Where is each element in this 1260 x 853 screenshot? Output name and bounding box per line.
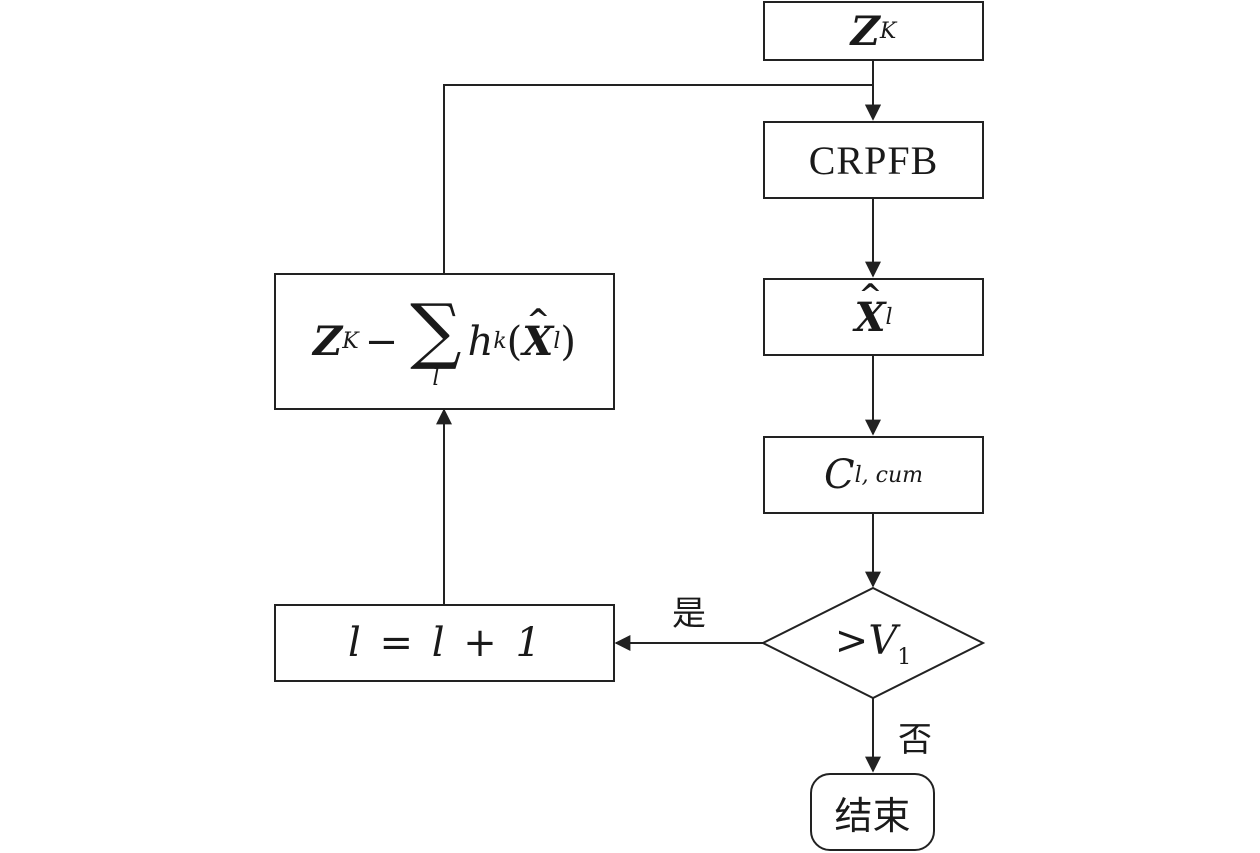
decision-label: >V1 [813, 618, 933, 670]
update-box: l = l + 1 [274, 604, 615, 682]
sum-limit: l [432, 365, 440, 391]
no-label: 否 [898, 720, 932, 760]
decision-main: V [868, 618, 898, 664]
zk-main: Z [850, 7, 880, 55]
end-label: 结束 [834, 793, 911, 838]
residual-lparen: ( [506, 318, 523, 365]
residual-box: ZK − ∑ l hk(Xl) [274, 273, 615, 410]
feedback-line [443, 84, 873, 273]
residual-zsub: K [342, 329, 359, 354]
zk-sub: K [879, 18, 897, 44]
crpfb-box: CRPFB [763, 121, 984, 199]
ccum-sub: l, cum [854, 462, 923, 488]
decision-sub: 1 [897, 644, 912, 670]
xhat-sub: l [885, 304, 893, 330]
end-box: 结束 [810, 773, 935, 851]
residual-xsub: l [553, 329, 561, 354]
summation: ∑ l [410, 294, 461, 390]
yes-label: 是 [672, 594, 706, 634]
update-label: l = l + 1 [348, 620, 541, 666]
ccum-main: C [824, 452, 855, 498]
crpfb-label: CRPFB [808, 137, 939, 183]
xhat-main: X [854, 278, 885, 340]
sum-sigma: ∑ [410, 287, 462, 372]
residual-z: Z [313, 318, 343, 365]
residual-rparen: ) [560, 318, 576, 365]
xhat-box: Xl [763, 278, 984, 356]
residual-x: X [522, 303, 553, 365]
residual-minus: − [364, 318, 399, 365]
residual-hsub: k [493, 329, 507, 354]
residual-h: h [467, 318, 494, 365]
decision-op: > [834, 618, 869, 664]
